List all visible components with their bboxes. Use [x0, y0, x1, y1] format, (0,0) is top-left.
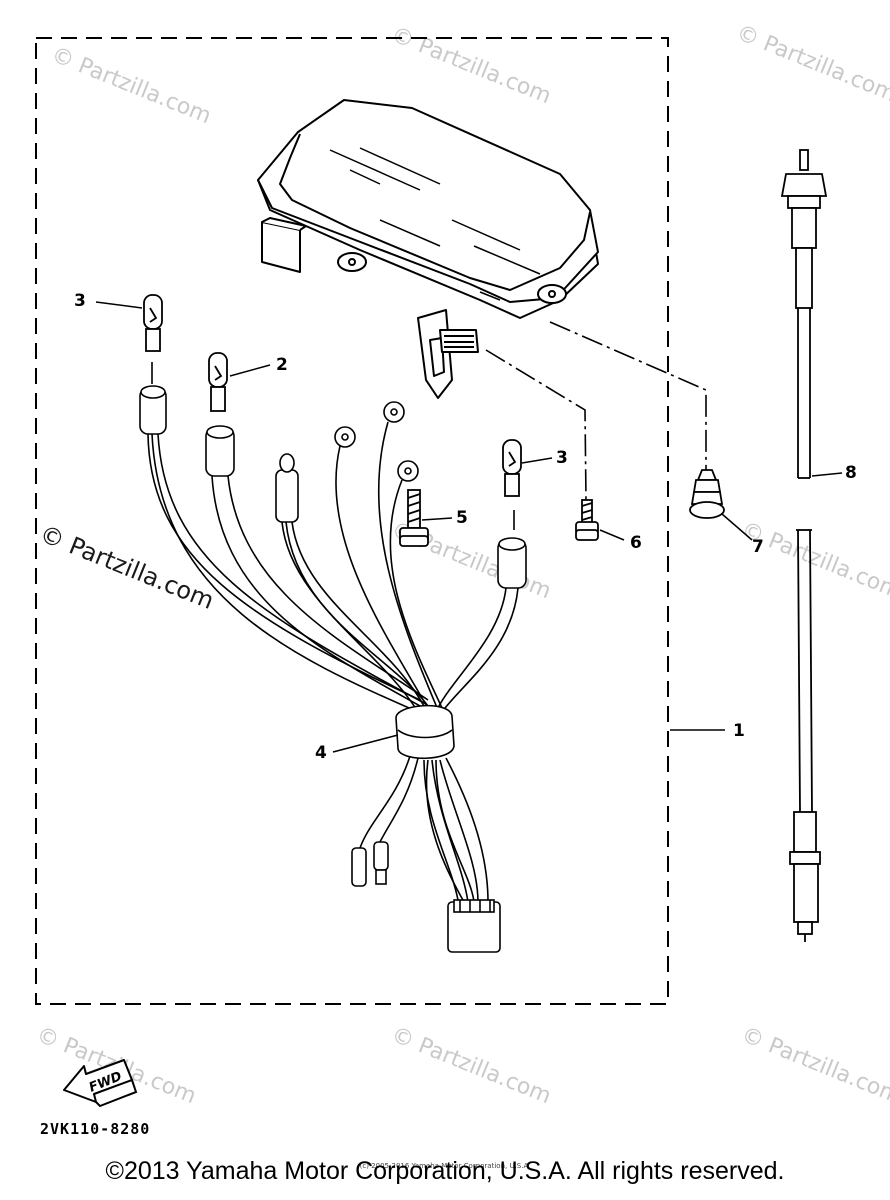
callout-2: 2: [276, 355, 288, 375]
callout-3-left: 3: [74, 291, 86, 311]
callout-3-right: 3: [556, 448, 568, 468]
small-print: (c) 2005-2016 Yamaha Motor Corporation, …: [359, 1162, 531, 1170]
callout-8: 8: [845, 463, 857, 483]
bulb-3-left: [143, 294, 163, 352]
assembly-boundary: [35, 37, 669, 1005]
callout-7: 7: [752, 537, 764, 557]
watermark: © Partzilla.com: [388, 1022, 555, 1109]
meter-housing: [257, 99, 599, 399]
bulb-2: [208, 352, 228, 412]
watermark: © Partzilla.com: [738, 517, 890, 604]
watermark: © Partzilla.com: [388, 22, 555, 109]
bulb-3-right: [502, 439, 522, 497]
callout-5: 5: [456, 508, 468, 528]
callout-labels: 1 2 3 3 4 5 6 7 8: [74, 291, 857, 763]
speedometer-cable: [780, 149, 828, 942]
assembly-leaders: [151, 321, 707, 530]
drawing-code: 2VK110-8280: [40, 1120, 150, 1138]
watermark: © Partzilla.com: [48, 42, 215, 129]
copyright-notice: ©2013 Yamaha Motor Corporation, U.S.A. A…: [105, 1157, 785, 1185]
grommet-7: [689, 469, 725, 519]
callout-4: 4: [315, 743, 327, 763]
callout-6: 6: [630, 533, 642, 553]
callout-leaders: [95, 301, 843, 753]
wire-harness: [139, 385, 527, 953]
screw-5: [399, 489, 429, 547]
callout-1: 1: [733, 721, 745, 741]
screw-6: [575, 499, 599, 541]
watermark: © Partzilla.com: [738, 1022, 890, 1109]
meter-lid-lines: [329, 147, 541, 301]
watermark-main: © Partzilla.com: [36, 520, 218, 615]
watermark: © Partzilla.com: [733, 20, 890, 107]
